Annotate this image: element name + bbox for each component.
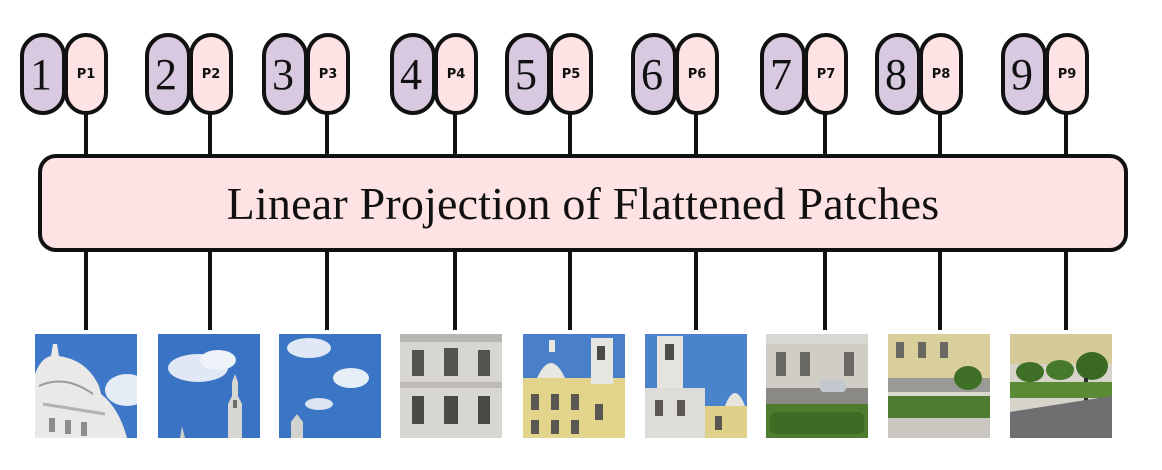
position-number-2: 2: [155, 50, 177, 99]
image-patch-6: [645, 334, 747, 438]
connector-top-4: [453, 113, 457, 157]
patch-label-4: P4: [446, 66, 466, 82]
patch-embedding-5: P5: [549, 33, 593, 115]
patch-embedding-3: P3: [306, 33, 350, 115]
patch-label-1: P1: [76, 66, 96, 82]
connector-top-2: [208, 113, 212, 157]
position-number-9: 9: [1011, 50, 1033, 99]
connector-top-8: [938, 113, 942, 157]
patch-embedding-6: P6: [675, 33, 719, 115]
connector-top-5: [568, 113, 572, 157]
patch-embedding-2: P2: [189, 33, 233, 115]
patch-embedding-7: P7: [804, 33, 848, 115]
connector-bottom-2: [208, 250, 212, 330]
position-number-8: 8: [885, 50, 907, 99]
position-number-6: 6: [641, 50, 663, 99]
patch-label-9: P9: [1057, 66, 1077, 82]
connector-bottom-8: [938, 250, 942, 330]
image-patch-2: [158, 334, 260, 438]
patch-label-7: P7: [816, 66, 836, 82]
connector-bottom-7: [823, 250, 827, 330]
patch-label-5: P5: [561, 66, 581, 82]
patch-embedding-1: P1: [64, 33, 108, 115]
position-embedding-7: 7: [760, 33, 806, 115]
position-number-4: 4: [400, 50, 422, 99]
position-embedding-1: 1: [20, 33, 66, 115]
image-patch-9: [1010, 334, 1112, 438]
patch-embedding-8: P8: [919, 33, 963, 115]
connector-bottom-9: [1064, 250, 1068, 330]
position-embedding-2: 2: [145, 33, 191, 115]
image-patch-7: [766, 334, 868, 438]
position-embedding-3: 3: [262, 33, 308, 115]
connector-bottom-5: [568, 250, 572, 330]
image-patch-3: [279, 334, 381, 438]
position-embedding-6: 6: [631, 33, 677, 115]
position-embedding-5: 5: [505, 33, 551, 115]
image-patch-5: [523, 334, 625, 438]
connector-bottom-1: [84, 250, 88, 330]
patch-label-8: P8: [931, 66, 951, 82]
position-number-3: 3: [272, 50, 294, 99]
image-patch-8: [888, 334, 990, 438]
position-number-7: 7: [770, 50, 792, 99]
patch-label-2: P2: [201, 66, 221, 82]
connector-top-1: [84, 113, 88, 157]
patch-embedding-9: P9: [1045, 33, 1089, 115]
image-patch-4: [400, 334, 502, 438]
position-number-1: 1: [30, 50, 52, 99]
connector-top-3: [325, 113, 329, 157]
linear-projection-label: Linear Projection of Flattened Patches: [226, 177, 940, 229]
connector-top-6: [694, 113, 698, 157]
patch-label-6: P6: [687, 66, 707, 82]
connector-bottom-3: [325, 250, 329, 330]
position-embedding-9: 9: [1001, 33, 1047, 115]
position-embedding-4: 4: [390, 33, 436, 115]
position-embedding-8: 8: [875, 33, 921, 115]
patch-embedding-4: P4: [434, 33, 478, 115]
linear-projection-box: Linear Projection of Flattened Patches: [38, 154, 1128, 252]
connector-top-9: [1064, 113, 1068, 157]
patch-label-3: P3: [318, 66, 338, 82]
connector-top-7: [823, 113, 827, 157]
connector-bottom-4: [453, 250, 457, 330]
position-number-5: 5: [515, 50, 537, 99]
image-patch-1: [35, 334, 137, 438]
connector-bottom-6: [694, 250, 698, 330]
